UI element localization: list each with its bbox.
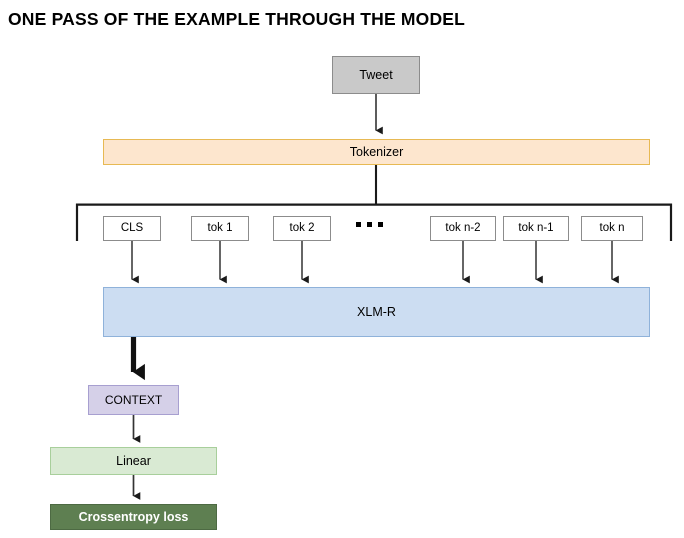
token-chip[interactable]: CLS [103, 216, 161, 241]
node-tweet[interactable]: Tweet [332, 56, 420, 94]
token-chip[interactable]: tok n-1 [503, 216, 569, 241]
token-chip[interactable]: tok 1 [191, 216, 249, 241]
node-crossentropy-loss[interactable]: Crossentropy loss [50, 504, 217, 530]
node-tokenizer[interactable]: Tokenizer [103, 139, 650, 165]
node-xlm-r[interactable]: XLM-R [103, 287, 650, 337]
node-linear[interactable]: Linear [50, 447, 217, 475]
edges-tokens-to-xlmr [131, 241, 619, 284]
token-chip[interactable]: tok n [581, 216, 643, 241]
page-title: ONE PASS OF THE EXAMPLE THROUGH THE MODE… [8, 9, 466, 29]
node-context[interactable]: CONTEXT [88, 385, 179, 415]
ellipsis-icon [356, 222, 383, 227]
token-chip[interactable]: tok 2 [273, 216, 331, 241]
token-chip[interactable]: tok n-2 [430, 216, 496, 241]
